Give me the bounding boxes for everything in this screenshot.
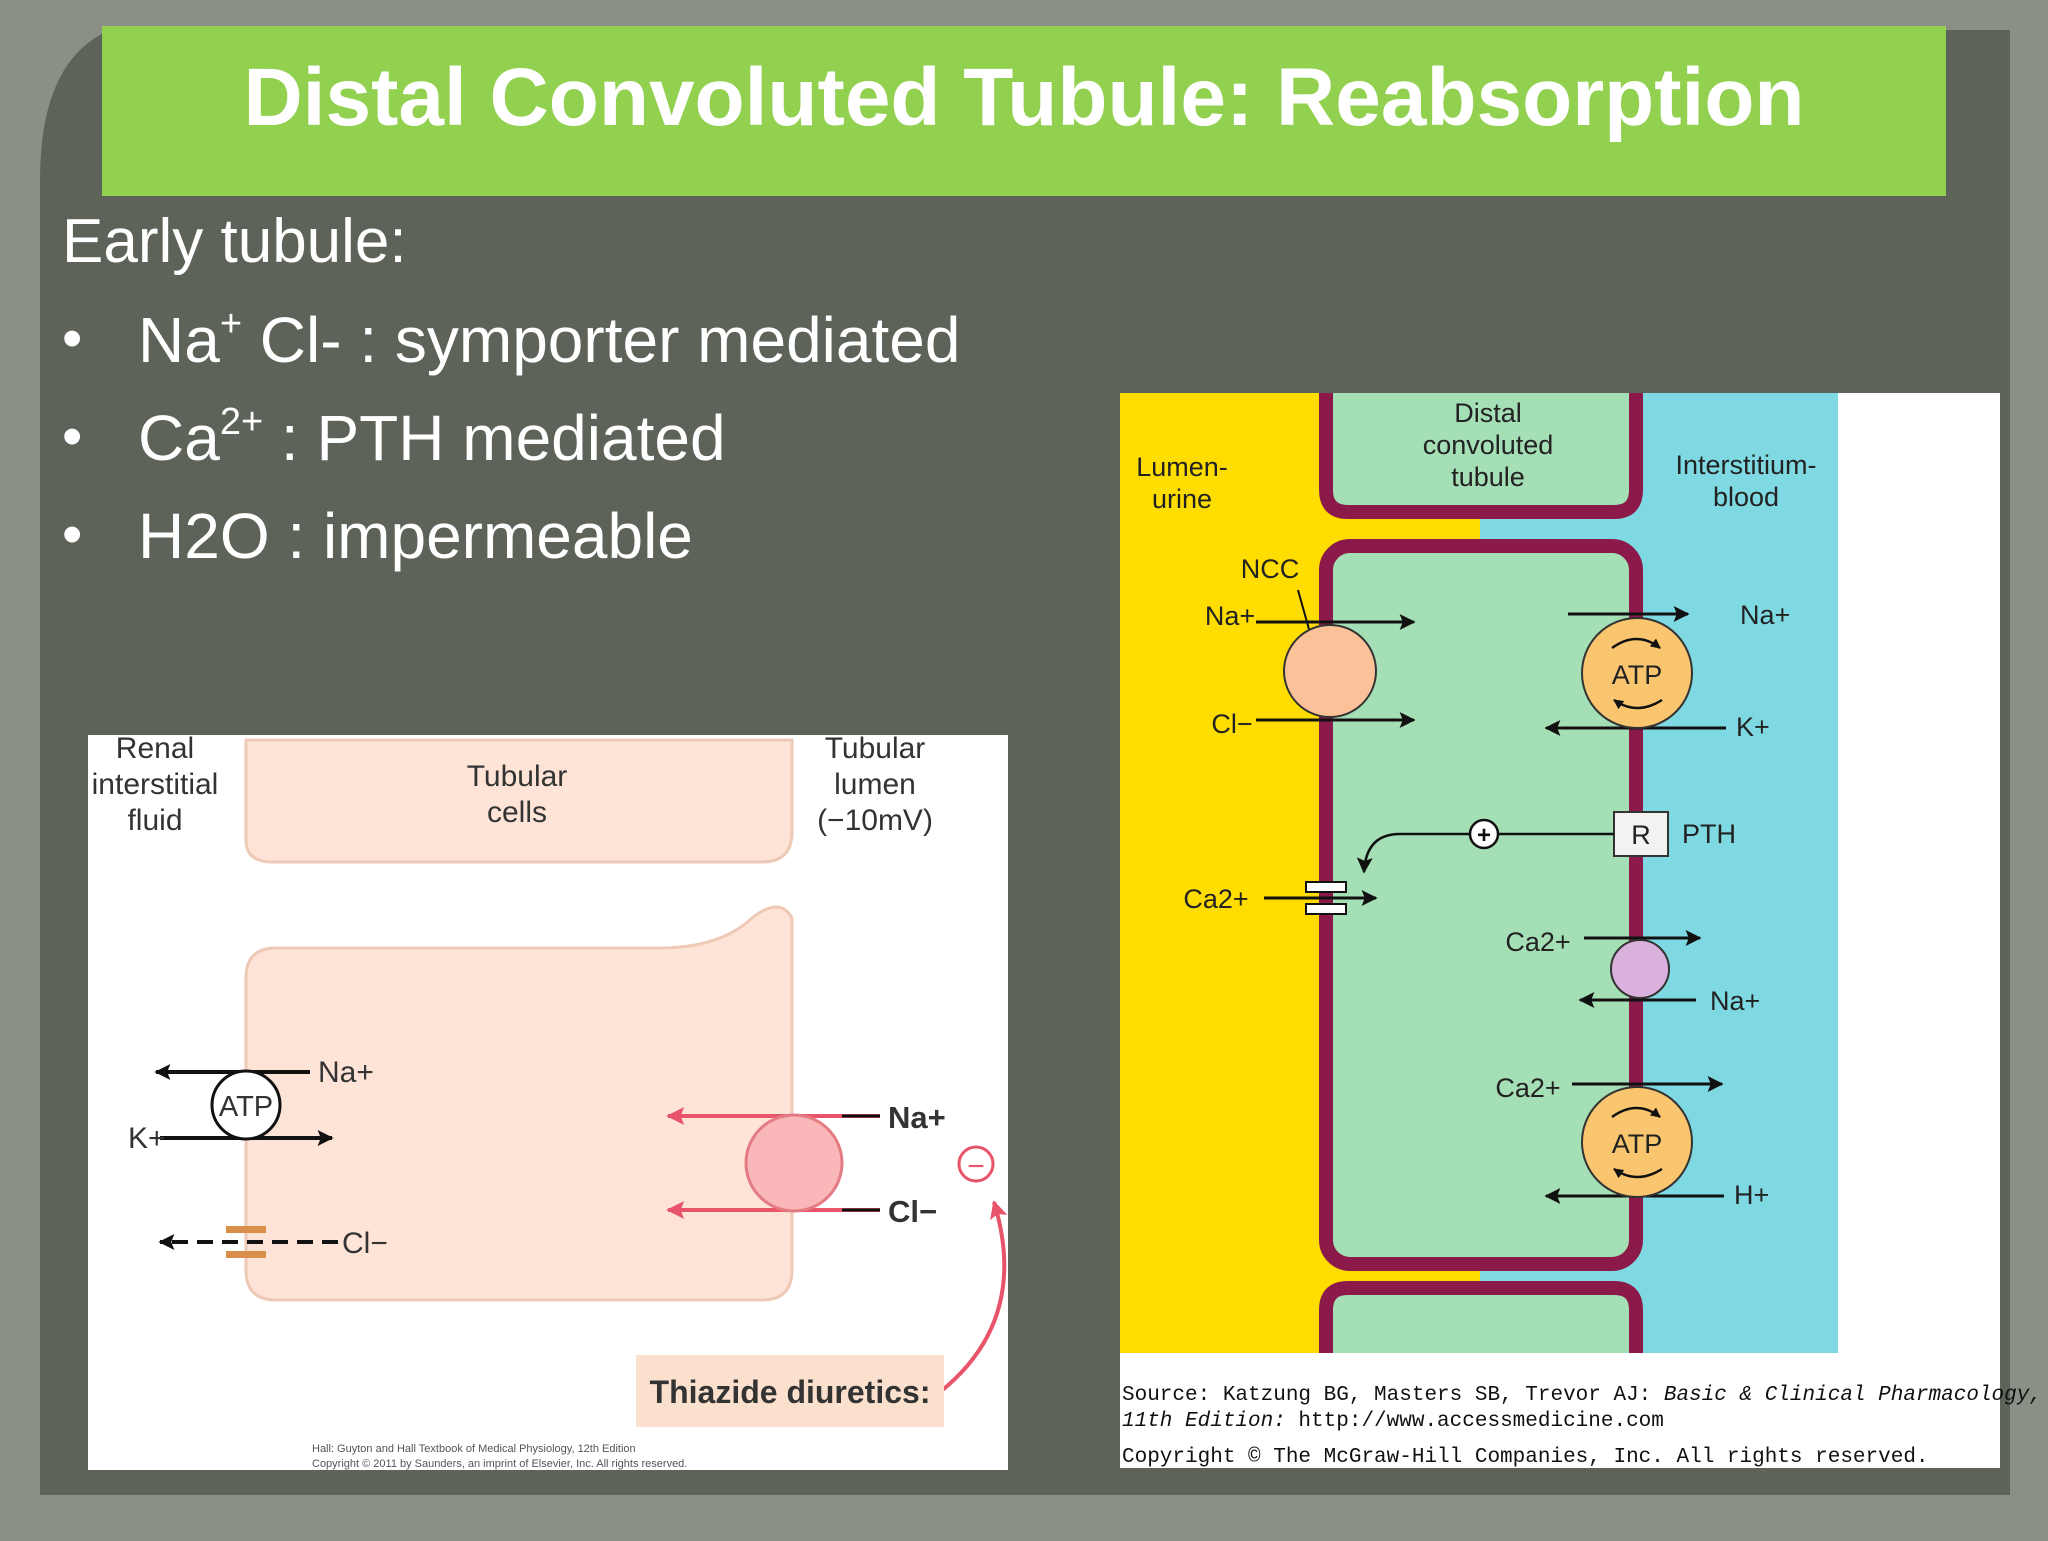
bullet-marker: • — [62, 306, 82, 371]
atp1-cycle-bottom — [1613, 698, 1663, 710]
left-atp-label: ATP — [219, 1091, 273, 1123]
bullet-text: Na+ Cl- : symporter mediated — [138, 303, 960, 376]
dct-label-line1: Distal — [1454, 398, 1522, 428]
pump-k-label: K+ — [1736, 712, 1770, 742]
pth-receptor-label: R — [1631, 820, 1651, 850]
dct-label-line2: convoluted — [1423, 430, 1554, 460]
atp2-cycle-bottom — [1613, 1167, 1663, 1179]
lumen-label-line1: Lumen- — [1136, 452, 1228, 482]
lumen-label-line2: urine — [1152, 484, 1212, 514]
thiazide-curved-arrow — [938, 1200, 1008, 1394]
tubular-lumen-label-line1: Tubular — [825, 732, 926, 765]
bullet-3: • H2O : impermeable — [62, 500, 693, 572]
ca-pump-label: Ca2+ — [1495, 1073, 1560, 1103]
slide-title: Distal Convoluted Tubule: Reabsorption — [243, 52, 1804, 143]
left-na-in-label: Na+ — [888, 1100, 946, 1135]
thiazide-label: Thiazide diuretics: — [650, 1374, 931, 1410]
pth-label: PTH — [1682, 819, 1736, 849]
left-cl-in-label: Cl− — [888, 1194, 937, 1229]
pth-receptor — [1613, 811, 1669, 857]
ncc-label: NCC — [1241, 554, 1300, 584]
tubular-lumen-label-line2: lumen — [834, 768, 916, 801]
renal-label-line3: fluid — [127, 804, 182, 837]
pump-na-label: Na+ — [1740, 600, 1790, 630]
atp1-cycle-top — [1611, 637, 1661, 650]
left-figure: Renal interstitial fluid Tubular cells T… — [88, 732, 1008, 1470]
left-credit-line2: Copyright © 2011 by Saunders, an imprint… — [312, 1458, 687, 1470]
main-tubular-cell — [244, 905, 794, 1302]
interstitium-label-line2: blood — [1713, 482, 1779, 512]
interstitium-label-line1: Interstitium- — [1675, 450, 1816, 480]
na-k-atpase — [1581, 617, 1693, 729]
atp2-cycle-top — [1611, 1106, 1661, 1119]
thiazide-label-box — [636, 1355, 944, 1427]
atp2-label: ATP — [1612, 1129, 1663, 1159]
upper-tubular-cell — [244, 738, 794, 864]
ncc-symporter — [1283, 624, 1377, 718]
heading-early-tubule: Early tubule: — [62, 207, 407, 276]
bullet-1: • Na+ Cl- : symporter mediated — [62, 303, 960, 376]
pth-stimulation-arrow — [1356, 832, 1470, 874]
bullet-2: • Ca2+ : PTH mediated — [62, 401, 726, 474]
na-ca-exchanger — [1610, 939, 1670, 999]
ncc-cl-label: Cl− — [1211, 709, 1252, 739]
tubular-lumen-label-line3: (−10mV) — [817, 804, 933, 837]
bullet-marker: • — [62, 502, 82, 567]
left-k-in-label: K+ — [128, 1122, 166, 1155]
minus-sign: − — [967, 1150, 985, 1183]
ca-channel-top — [1305, 881, 1347, 893]
exchanger-ca-label: Ca2+ — [1505, 927, 1570, 957]
right-copyright: Copyright © The McGraw-Hill Companies, I… — [1122, 1446, 1929, 1469]
h-pump-label: H+ — [1734, 1180, 1769, 1210]
dct-label-line3: tubule — [1451, 462, 1525, 492]
ncc-na-label: Na+ — [1205, 601, 1255, 631]
top-tubule-cell — [1319, 393, 1643, 519]
renal-label-line1: Renal — [116, 732, 194, 765]
right-figure: Lumen- urine Distal convoluted tubule In… — [1120, 393, 2042, 1469]
tubular-cells-label-line2: cells — [487, 796, 547, 829]
left-cl-out-label: Cl− — [342, 1227, 388, 1260]
ca-atpase — [1581, 1086, 1693, 1198]
minus-inhibition-icon — [957, 1145, 995, 1183]
tubular-cells-label-line1: Tubular — [467, 760, 568, 793]
title-bar — [102, 26, 1946, 196]
pth-plus-sign: + — [1477, 822, 1491, 849]
nacl-symporter — [744, 1113, 844, 1213]
bullet-text: H2O : impermeable — [138, 500, 693, 572]
renal-label-line2: interstitial — [92, 768, 219, 801]
ca-channel-label: Ca2+ — [1183, 884, 1248, 914]
cl-channel-top — [226, 1226, 266, 1233]
bullet-text: Ca2+ : PTH mediated — [138, 401, 726, 474]
atp1-label: ATP — [1612, 660, 1663, 690]
left-atp-pump — [210, 1069, 282, 1141]
right-source-line1: Source: Katzung BG, Masters SB, Trevor A… — [1122, 1384, 2042, 1407]
bottom-tubule-cell — [1319, 1281, 1643, 1353]
ca-channel-bottom — [1305, 903, 1347, 915]
left-na-out-label: Na+ — [318, 1056, 374, 1089]
cl-channel-bottom — [226, 1251, 266, 1258]
exchanger-na-label: Na+ — [1710, 986, 1760, 1016]
right-source-line2: 11th Edition: http://www.accessmedicine.… — [1122, 1410, 1664, 1433]
bullet-marker: • — [62, 404, 82, 469]
left-credit-line1: Hall: Guyton and Hall Textbook of Medica… — [312, 1443, 636, 1455]
